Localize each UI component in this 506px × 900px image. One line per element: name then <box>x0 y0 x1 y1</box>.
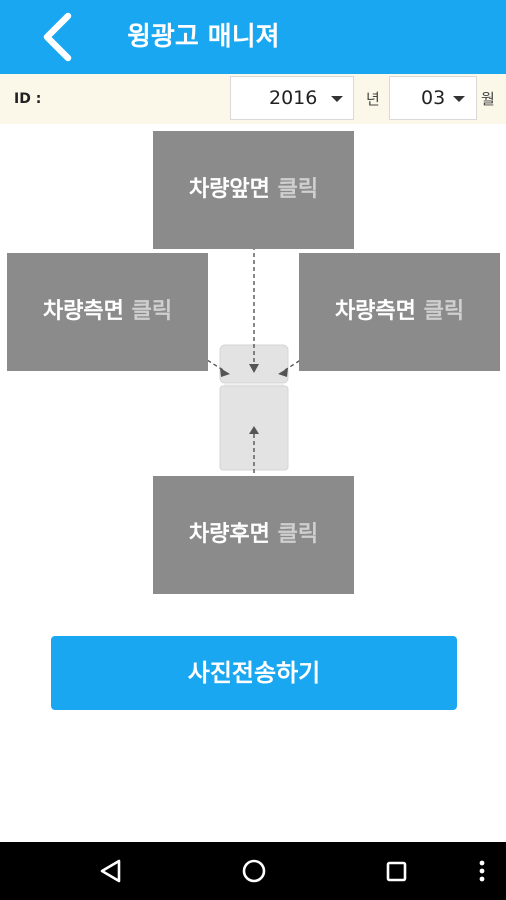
front-photo-label: 차량앞면 <box>188 177 270 202</box>
left-side-photo-label: 차량측면 <box>42 299 124 324</box>
system-back-button[interactable] <box>81 842 141 900</box>
year-unit-label: 년 <box>366 90 380 108</box>
id-label: ID : <box>14 91 42 107</box>
left-side-click-label: 클릭 <box>131 299 173 324</box>
vehicle-photo-diagram: 차량앞면 클릭 차량측면 클릭 차량측면 클릭 차량후면 클릭 <box>0 124 506 604</box>
system-navigation-bar <box>0 842 506 900</box>
rear-photo-button[interactable]: 차량후면 클릭 <box>153 476 354 594</box>
front-click-label: 클릭 <box>277 177 319 202</box>
send-photos-button[interactable]: 사진전송하기 <box>51 636 457 710</box>
system-home-button[interactable] <box>224 842 284 900</box>
triangle-back-icon <box>100 859 121 883</box>
rear-photo-label: 차량후면 <box>188 522 270 547</box>
month-unit-label: 월 <box>481 90 495 108</box>
chevron-left-icon <box>43 12 72 62</box>
right-side-click-label: 클릭 <box>423 299 465 324</box>
dropdown-arrow-icon <box>331 96 343 102</box>
right-side-photo-button[interactable]: 차량측면 클릭 <box>299 253 500 371</box>
year-select[interactable]: 2016 <box>230 76 354 120</box>
month-select[interactable]: 03 <box>389 76 477 120</box>
circle-home-icon <box>242 859 266 883</box>
system-menu-button[interactable] <box>462 842 502 900</box>
rear-click-label: 클릭 <box>277 522 319 547</box>
app-header: 윙광고 매니져 <box>0 0 506 74</box>
dropdown-arrow-icon <box>453 96 465 102</box>
date-filter-bar: ID : 2016 년 03 월 <box>0 74 506 124</box>
year-value: 2016 <box>269 87 318 109</box>
page-title: 윙광고 매니져 <box>127 22 280 52</box>
back-button[interactable] <box>30 10 84 64</box>
right-side-photo-label: 차량측면 <box>334 299 416 324</box>
month-value: 03 <box>421 87 446 109</box>
vertical-dots-icon <box>479 860 485 882</box>
front-photo-button[interactable]: 차량앞면 클릭 <box>153 131 354 249</box>
square-recents-icon <box>386 861 407 882</box>
left-side-photo-button[interactable]: 차량측면 클릭 <box>7 253 208 371</box>
system-recents-button[interactable] <box>366 842 426 900</box>
